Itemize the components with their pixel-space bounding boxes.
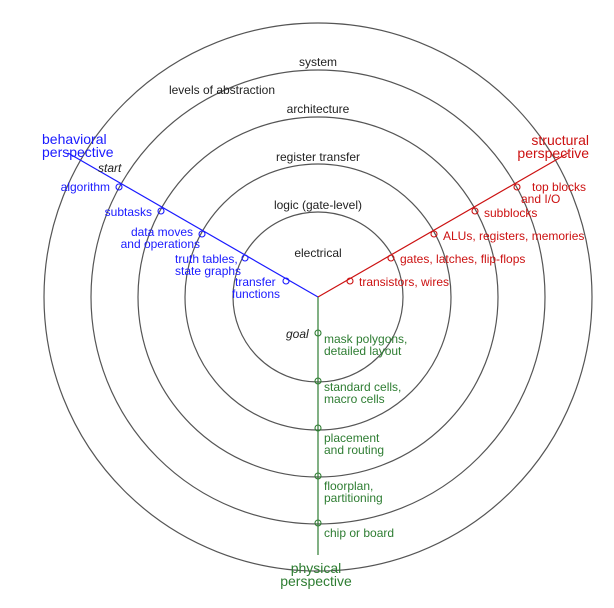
start-label: start: [98, 161, 122, 175]
physical-marker-2: [314, 377, 322, 385]
levels-of-abstraction-label: levels of abstraction: [169, 83, 275, 97]
physical-marker-1: [314, 329, 322, 337]
physical-item-5-line1: chip or board: [324, 526, 394, 540]
behavioral-item-3-line1: data moves: [131, 225, 193, 239]
structural-marker-1: [346, 277, 354, 285]
structural-item-5-line2: and I/O: [521, 192, 560, 206]
behavioral-marker-1: [282, 277, 290, 285]
structural-title-line2: perspective: [517, 145, 589, 161]
behavioral-item-3-line2: and operations: [121, 237, 200, 251]
structural-marker-2: [387, 254, 395, 262]
behavioral-item-5-line1: algorithm: [61, 180, 110, 194]
ring-label-electrical: electrical: [294, 246, 341, 260]
structural-axis: [317, 152, 569, 298]
behavioral-marker-2: [241, 254, 249, 262]
physical-title-line2: perspective: [280, 573, 352, 589]
ring-label-register-transfer: register transfer: [276, 150, 360, 164]
ring-label-system: system: [299, 55, 337, 69]
physical-item-4-line2: partitioning: [324, 491, 383, 505]
structural-item-2-line1: gates, latches, flip-flops: [400, 252, 525, 266]
physical-item-4-line1: floorplan,: [324, 479, 373, 493]
ring-label-logic: logic (gate-level): [274, 198, 362, 212]
behavioral-title-line1: behavioral: [42, 131, 107, 147]
physical-item-1-line2: detailed layout: [324, 344, 402, 358]
behavioral-title-line2: perspective: [42, 144, 114, 160]
physical-title-line1: physical: [291, 560, 342, 576]
structural-item-1-line1: transistors, wires: [359, 275, 449, 289]
structural-marker-3: [430, 230, 438, 238]
ring-label-architecture: architecture: [287, 102, 350, 116]
structural-title-line1: structural: [531, 132, 589, 148]
goal-label: goal: [286, 327, 309, 341]
structural-marker-4: [471, 207, 479, 215]
physical-item-2-line1: standard cells,: [324, 380, 401, 394]
physical-item-2-line2: macro cells: [324, 392, 385, 406]
behavioral-axis: [67, 152, 319, 298]
physical-marker-4: [314, 472, 322, 480]
physical-item-3-line1: placement: [324, 431, 380, 445]
behavioral-item-1-line1: transfer: [235, 275, 276, 289]
physical-marker-5: [314, 519, 322, 527]
structural-item-4-line1: subblocks: [484, 206, 537, 220]
behavioral-item-2-line1: truth tables,: [175, 252, 238, 266]
physical-item-3-line2: and routing: [324, 443, 384, 457]
behavioral-item-4-line1: subtasks: [105, 205, 152, 219]
behavioral-marker-5: [115, 183, 123, 191]
structural-item-3-line1: ALUs, registers, memories: [443, 229, 584, 243]
behavioral-marker-4: [157, 207, 165, 215]
structural-item-5-line1: top blocks: [532, 180, 586, 194]
behavioral-item-1-line2: functions: [232, 287, 280, 301]
ring-system: [43, 22, 593, 572]
behavioral-marker-3: [198, 230, 206, 238]
structural-marker-5: [513, 183, 521, 191]
physical-item-1-line1: mask polygons,: [324, 332, 407, 346]
physical-marker-3: [314, 424, 322, 432]
behavioral-item-2-line2: state graphs: [175, 264, 241, 278]
